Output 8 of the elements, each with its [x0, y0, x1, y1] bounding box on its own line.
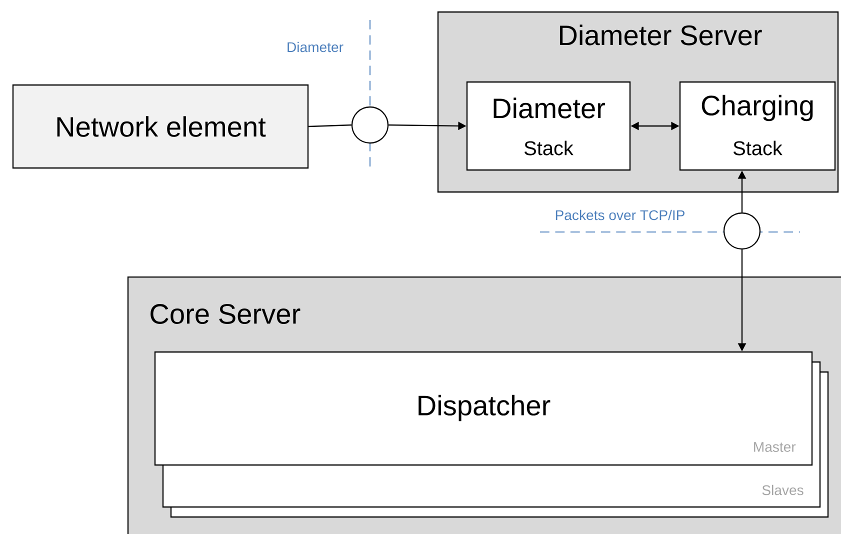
dispatcher-box: Dispatcher Master: [154, 351, 813, 466]
interface-circle: [351, 106, 389, 144]
stack-box: Diameter Stack: [466, 81, 631, 171]
interface-label: Packets over TCP/IP: [556, 210, 684, 220]
interface-circle: [723, 212, 761, 250]
stack-box: Charging Stack: [679, 81, 836, 171]
element-box: Network element: [12, 84, 309, 169]
interface-label: Diameter: [288, 42, 344, 52]
